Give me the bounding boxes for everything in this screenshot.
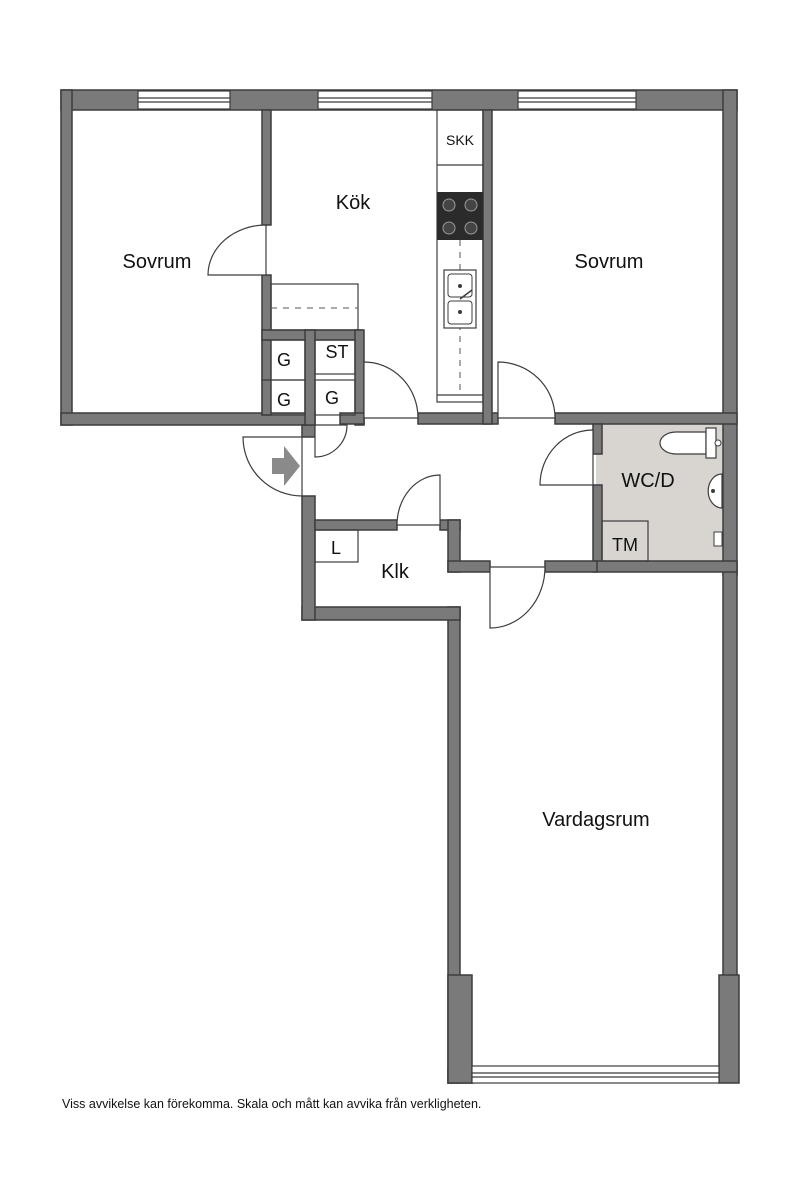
room-label-kitchen: Kök <box>336 192 371 214</box>
fixture-label-l: L <box>331 538 341 558</box>
toilet-icon <box>659 431 707 455</box>
basin-icon <box>707 473 723 509</box>
room-label-living-room: Vardagsrum <box>542 809 649 831</box>
closet-shelf <box>314 529 359 563</box>
room-label-bathroom: WC/D <box>621 470 674 492</box>
bathroom-fixtures <box>601 427 723 562</box>
sink-icon <box>443 269 477 329</box>
storage-cabinets <box>261 339 356 416</box>
room-label-bedroom-left: Sovrum <box>123 251 192 273</box>
room-labels: Sovrum Kök Sovrum WC/D Klk Vardagsrum SK… <box>123 132 675 831</box>
stove-icon <box>437 192 483 240</box>
kitchen-side-counter <box>270 283 359 331</box>
doors <box>207 224 594 629</box>
room-label-closet: Klk <box>381 561 410 583</box>
shower-tap-icon <box>713 531 723 547</box>
windows <box>137 90 720 1084</box>
fixture-label-skk: SKK <box>446 132 475 148</box>
fixture-label-tm: TM <box>612 535 638 555</box>
fixture-label-g2: G <box>277 390 291 410</box>
room-label-bedroom-right: Sovrum <box>575 251 644 273</box>
fixture-label-g1: G <box>277 350 291 370</box>
fixture-label-st: ST <box>325 342 348 362</box>
walls <box>60 89 740 1084</box>
entrance-arrow-icon <box>272 446 300 486</box>
kitchen-counter <box>436 109 484 403</box>
fixture-label-g3: G <box>325 388 339 408</box>
disclaimer-text: Viss avvikelse kan förekomma. Skala och … <box>62 1097 482 1111</box>
